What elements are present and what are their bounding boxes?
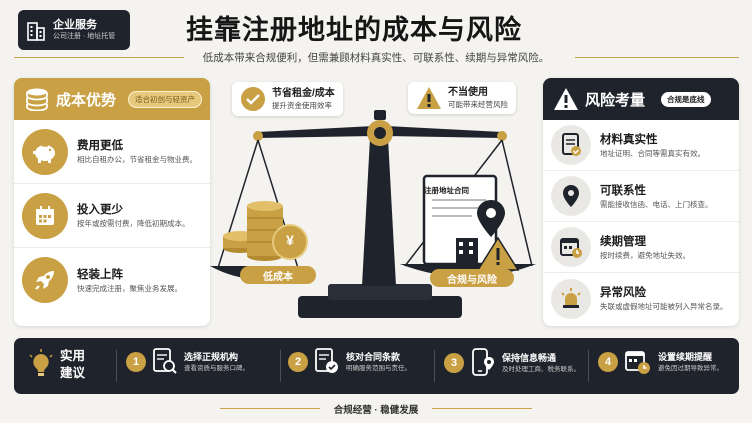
risk-title: 可联系性 (600, 184, 646, 197)
tip-step: 4 设置续期提醒 避免因过期导致异常。 (598, 347, 723, 377)
advantage-item: 轻装上阵 快速完成注册，聚焦业务发展。 (14, 248, 210, 312)
step-title: 设置续期提醒 (658, 351, 713, 362)
advantages-panel: 成本优势 适合初创与轻资产 费用更低 相比自租办公，节省租金与物业费。 (14, 78, 210, 326)
building-icon (27, 22, 45, 41)
misuse-callout: 不当使用 可能带来经营风险 (408, 82, 516, 114)
risk-desc: 失联或虚假地址可能被列入异常名录。 (600, 302, 728, 311)
savings-callout-title: 节省租金/成本 (272, 88, 335, 99)
divider (432, 408, 532, 409)
step-desc: 查看资质与服务口碑。 (184, 364, 249, 372)
calendar-renew-icon (551, 227, 591, 267)
divider (220, 408, 320, 409)
misuse-callout-title: 不当使用 (448, 87, 488, 98)
brand-badge: 企业服务 公司注册 · 地址托管 (18, 10, 130, 50)
brand-subtitle: 公司注册 · 地址托管 (53, 33, 116, 40)
advantage-title: 费用更低 (77, 140, 123, 152)
divider (116, 350, 117, 382)
risk-title: 材料真实性 (600, 133, 658, 146)
misuse-callout-desc: 可能带来经营风险 (448, 100, 508, 109)
risk-title: 续期管理 (600, 235, 646, 248)
footer-slogan: 合规经营 · 稳健发展 (333, 405, 419, 416)
warning-icon (554, 88, 578, 110)
advantage-title: 投入更少 (77, 204, 123, 216)
risks-panel: 风险考量 合规是底线 材料真实性 地址证明、合同等需真实有效。 可联系性 需能接… (543, 78, 739, 326)
page-subtitle: 低成本带来合规便利，但需兼顾材料真实性、可联系性、续期与异常风险。 (202, 52, 550, 64)
risk-desc: 需能接收信函、电话、上门核查。 (600, 199, 713, 209)
yuan-coin-symbol: ¥ (286, 232, 294, 248)
risk-item: 可联系性 需能接收信函、电话、上门核查。 (543, 171, 739, 222)
tips-label-group: 实用建议 (28, 348, 90, 382)
location-pin-icon (551, 176, 591, 216)
lightbulb-icon (29, 349, 53, 376)
risks-title: 风险考量 (585, 91, 646, 109)
tip-step: 2 核对合同条款 明确服务范围与责任。 (288, 347, 411, 377)
divider (575, 57, 739, 58)
balance-scale: 注册地址合同 ¥ 低成本 合规与风险 节省租金/成本 提升资金使用效率 不当使用… (210, 60, 543, 330)
piggy-bank-icon (22, 128, 68, 175)
step-number: 2 (288, 352, 308, 372)
contract-check-icon (315, 348, 338, 373)
advantages-title: 成本优势 (56, 91, 117, 109)
coins-icon (26, 88, 48, 111)
risks-badge: 合规是底线 (661, 91, 711, 107)
divider (280, 350, 281, 382)
risk-title: 异常风险 (600, 287, 646, 299)
step-number: 1 (126, 352, 146, 372)
compliance-risk-label: 合规与风险 (430, 269, 514, 287)
risks-header: 风险考量 合规是底线 (543, 78, 739, 120)
step-desc: 避免因过期导致异常。 (658, 364, 723, 372)
contract-document-title: 注册地址合同 (424, 186, 469, 195)
advantage-item: 费用更低 相比自租办公，节省租金与物业费。 (14, 120, 210, 184)
warning-icon (417, 87, 441, 109)
savings-callout: 节省租金/成本 提升资金使用效率 (232, 82, 343, 116)
risk-desc: 按时续费，避免地址失效。 (600, 250, 690, 260)
advantages-badge: 适合初创与轻资产 (128, 90, 203, 108)
tips-label: 实用建议 (60, 349, 86, 380)
advantage-item: 投入更少 按年或按需付费，降低初期成本。 (14, 184, 210, 248)
risk-item: 异常风险 失联或虚假地址可能被列入异常名录。 (543, 273, 739, 324)
step-title: 保持信息畅通 (502, 352, 557, 363)
risk-item: 材料真实性 地址证明、合同等需真实有效。 (543, 120, 739, 171)
step-number: 4 (598, 352, 618, 372)
rocket-icon (22, 257, 68, 303)
calendar-icon (22, 192, 68, 239)
tips-bar: 实用建议 1 选择正规机构 查看资质与服务口碑。 2 核对合同条款 明确服务范围… (14, 338, 739, 394)
advantages-header: 成本优势 适合初创与轻资产 (14, 78, 210, 120)
tip-step: 1 选择正规机构 查看资质与服务口碑。 (126, 347, 249, 377)
document-search-icon (153, 348, 177, 374)
brand-title: 企业服务 (53, 19, 97, 31)
document-check-icon (551, 125, 591, 165)
advantage-desc: 相比自租办公，节省租金与物业费。 (77, 155, 197, 164)
divider (588, 350, 589, 382)
advantage-desc: 快速完成注册，聚焦业务发展。 (77, 283, 182, 293)
risk-desc: 地址证明、合同等需真实有效。 (600, 148, 705, 158)
page-title: 挂靠注册地址的成本与风险 (186, 15, 522, 45)
divider (434, 350, 435, 382)
step-desc: 明确服务范围与责任。 (346, 364, 411, 372)
step-number: 3 (444, 353, 464, 373)
advantage-desc: 按年或按需付费，降低初期成本。 (77, 219, 190, 228)
alarm-light-icon (551, 278, 591, 319)
risk-item: 续期管理 按时续费，避免地址失效。 (543, 222, 739, 273)
calendar-clock-icon (625, 351, 650, 374)
phone-location-icon (472, 348, 494, 376)
check-circle-icon (241, 87, 265, 111)
advantage-title: 轻装上阵 (77, 268, 123, 281)
step-desc: 及时处理工商、税务联系。 (502, 365, 580, 373)
tip-step: 3 保持信息畅通 及时处理工商、税务联系。 (444, 347, 580, 379)
savings-callout-desc: 提升资金使用效率 (272, 101, 332, 110)
low-cost-label: 低成本 (240, 266, 316, 284)
divider (14, 57, 184, 58)
step-title: 选择正规机构 (184, 351, 239, 362)
step-title: 核对合同条款 (346, 351, 401, 362)
